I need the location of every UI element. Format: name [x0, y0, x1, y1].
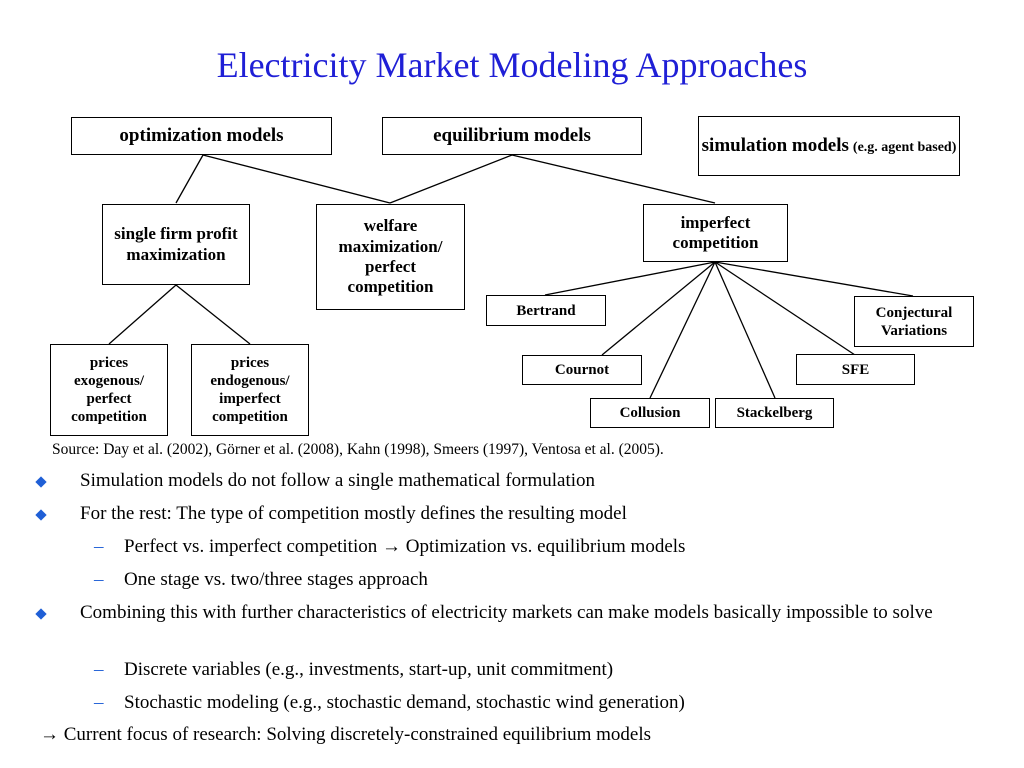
simulation-models-box: simulation models (e.g. agent based)	[698, 116, 960, 176]
bullet-3: Combining this with further characterist…	[80, 602, 933, 623]
connector-imperfect-to-collusion	[649, 261, 716, 399]
connector-imperfect-to-conjectural	[714, 261, 914, 297]
optimization-models-box: optimization models	[71, 117, 332, 155]
bullet-3-sub-2: Stochastic modeling (e.g., stochastic de…	[124, 692, 685, 713]
connector-single-firm-to-endo	[175, 284, 251, 345]
cournot-box: Cournot	[522, 355, 642, 385]
conclusion-line: → Current focus of research: Solving dis…	[40, 724, 652, 745]
equilibrium-models-box: equilibrium models	[382, 117, 642, 155]
connector-equilibrium-to-imperfect	[511, 154, 716, 204]
collusion-box: Collusion	[590, 398, 710, 428]
connector-optimization-to-single-firm	[175, 154, 204, 204]
connector-equilibrium-to-welfare	[389, 154, 513, 204]
stackelberg-box: Stackelberg	[715, 398, 834, 428]
sub-bullet-dash-icon: –	[94, 692, 104, 713]
connector-imperfect-to-sfe	[714, 261, 856, 356]
prices-endogenous-box: prices endogenous/ imperfect competition	[191, 344, 309, 436]
page-title: Electricity Market Modeling Approaches	[216, 45, 808, 85]
imperfect-competition-box: imperfect competition	[643, 204, 788, 262]
connector-imperfect-to-bertrand	[544, 261, 716, 296]
sub-bullet-dash-icon: –	[94, 569, 104, 590]
simulation-note: (e.g. agent based)	[852, 139, 957, 155]
connector-single-firm-to-exo	[108, 284, 177, 345]
single-firm-box: single firm profit maximization	[102, 204, 250, 285]
connector-imperfect-to-cournot	[601, 261, 716, 356]
bertrand-box: Bertrand	[486, 295, 606, 326]
bullet-1: Simulation models do not follow a single…	[80, 470, 596, 491]
bullet-2: For the rest: The type of competition mo…	[80, 503, 627, 524]
prices-exogenous-box: prices exogenous/ perfect competition	[50, 344, 168, 436]
conjectural-variations-box: Conjectural Variations	[854, 296, 974, 347]
sub-bullet-dash-icon: –	[94, 536, 104, 557]
bullet-2-sub-2: One stage vs. two/three stages approach	[124, 569, 428, 590]
bullet-2-sub-1: Perfect vs. imperfect competition → Opti…	[124, 536, 686, 557]
welfare-box: welfare maximization/ perfect competitio…	[316, 204, 465, 310]
connector-optimization-to-welfare	[202, 154, 391, 204]
source-citation: Source: Day et al. (2002), Görner et al.…	[52, 441, 664, 458]
bullet-3-sub-1: Discrete variables (e.g., investments, s…	[124, 659, 614, 680]
sub-bullet-dash-icon: –	[94, 659, 104, 680]
connector-imperfect-to-stackelberg	[714, 261, 776, 399]
sfe-box: SFE	[796, 354, 915, 385]
